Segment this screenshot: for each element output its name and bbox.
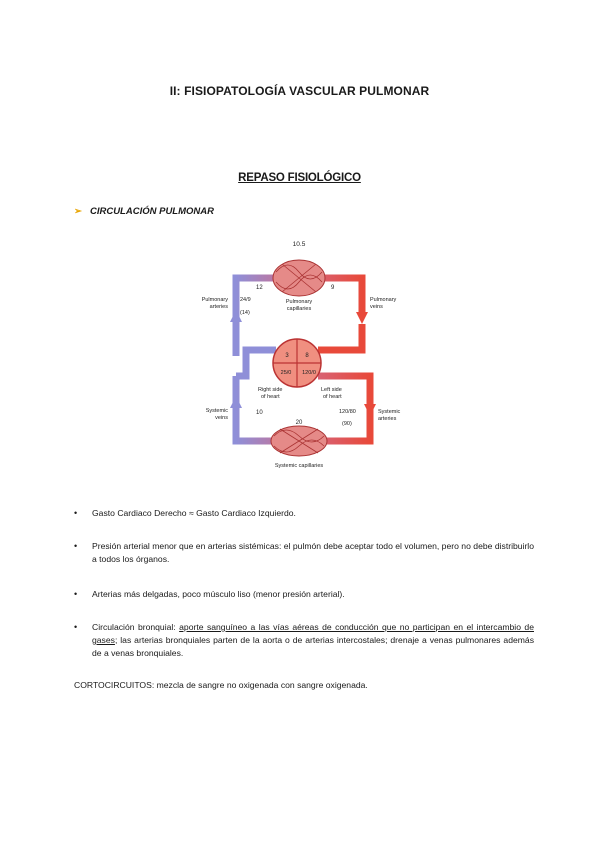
systemic-capillaries-icon <box>270 425 328 457</box>
shunts-paragraph: CORTOCIRCUITOS: mezcla de sangre no oxig… <box>74 680 368 690</box>
section-heading: ➢ CIRCULACIÓN PULMONAR <box>74 206 214 217</box>
bullet-list: Gasto Cardiaco Derecho ≈ Gasto Cardiaco … <box>74 507 534 680</box>
heart-icon <box>272 338 322 388</box>
shunts-label: CORTOCIRCUITOS <box>74 680 152 690</box>
page-title: II: FISIOPATOLOGÍA VASCULAR PULMONAR <box>169 84 430 98</box>
list-item: Presión arterial menor que en arterias s… <box>74 540 534 566</box>
pulmonary-arteries-label-2: arteries <box>210 304 229 310</box>
right-heart-label-2: of heart <box>261 394 280 400</box>
left-atrium-pressure: 8 <box>305 353 309 359</box>
systemic-capillaries-label: Systemic capillaries <box>275 463 324 469</box>
pulmonary-capillary-pressure: 10.5 <box>293 241 306 248</box>
left-heart-label: Left side <box>321 387 342 393</box>
systemic-artery-path <box>232 372 374 445</box>
pulmonary-vein-to-heart <box>318 324 366 354</box>
systemic-artery-arrow <box>364 404 376 416</box>
systemic-artery-mean: (90) <box>342 421 352 427</box>
pulmonary-capillaries-label-2: capillaries <box>287 306 312 312</box>
systemic-vein-arrow <box>230 396 242 408</box>
systemic-capillary-pressure: 20 <box>296 420 303 426</box>
systemic-vein-pressure: 10 <box>256 410 263 416</box>
arrow-bullet-icon: ➢ <box>74 206 82 217</box>
list-item: Arterias más delgadas, poco músculo liso… <box>74 588 534 601</box>
left-top-value: 12 <box>256 285 263 291</box>
pulmonary-artery-arrow <box>230 310 242 322</box>
pulmonary-veins-label-2: veins <box>370 304 383 310</box>
shunts-text: : mezcla de sangre no oxigenada con sang… <box>151 680 368 690</box>
pulmonary-arteries-label: Pulmonary <box>202 297 229 303</box>
pulmonary-capillaries-icon <box>272 259 326 297</box>
systemic-veins-label-2: veins <box>215 415 228 421</box>
circulation-diagram: 10.5 12 9 Pulmonary arteries 24/9 (14) P… <box>202 241 401 469</box>
systemic-arteries-label: Systemic <box>378 409 401 415</box>
list-item: Gasto Cardiaco Derecho ≈ Gasto Cardiaco … <box>74 507 534 520</box>
systemic-veins-label: Systemic <box>206 408 229 414</box>
pulmonary-vein-arrow <box>356 312 368 324</box>
underlined-definition: aporte sanguíneo a las vías aéreas de co… <box>92 622 534 645</box>
systemic-arteries-label-2: arteries <box>378 416 397 422</box>
pulmonary-artery-pressure: 24/9 <box>240 297 251 303</box>
right-heart-label: Right side <box>258 387 282 393</box>
pulmonary-artery-mean: (14) <box>240 310 250 316</box>
right-ventricle-pressure: 25/0 <box>281 370 292 376</box>
right-heart-outflow <box>236 346 276 380</box>
left-ventricle-pressure: 120/0 <box>302 370 316 376</box>
pulmonary-veins-label: Pulmonary <box>370 297 397 303</box>
section-heading-text: CIRCULACIÓN PULMONAR <box>89 206 214 217</box>
pulmonary-capillaries-label: Pulmonary <box>286 299 313 305</box>
left-heart-label-2: of heart <box>323 394 342 400</box>
section-title: REPASO FISIOLÓGICO <box>238 172 361 184</box>
list-item: Circulación bronquial: aporte sanguíneo … <box>74 621 534 660</box>
systemic-artery-pressure: 120/80 <box>339 409 356 415</box>
right-atrium-pressure: 3 <box>285 353 289 359</box>
right-top-value: 9 <box>331 285 335 291</box>
